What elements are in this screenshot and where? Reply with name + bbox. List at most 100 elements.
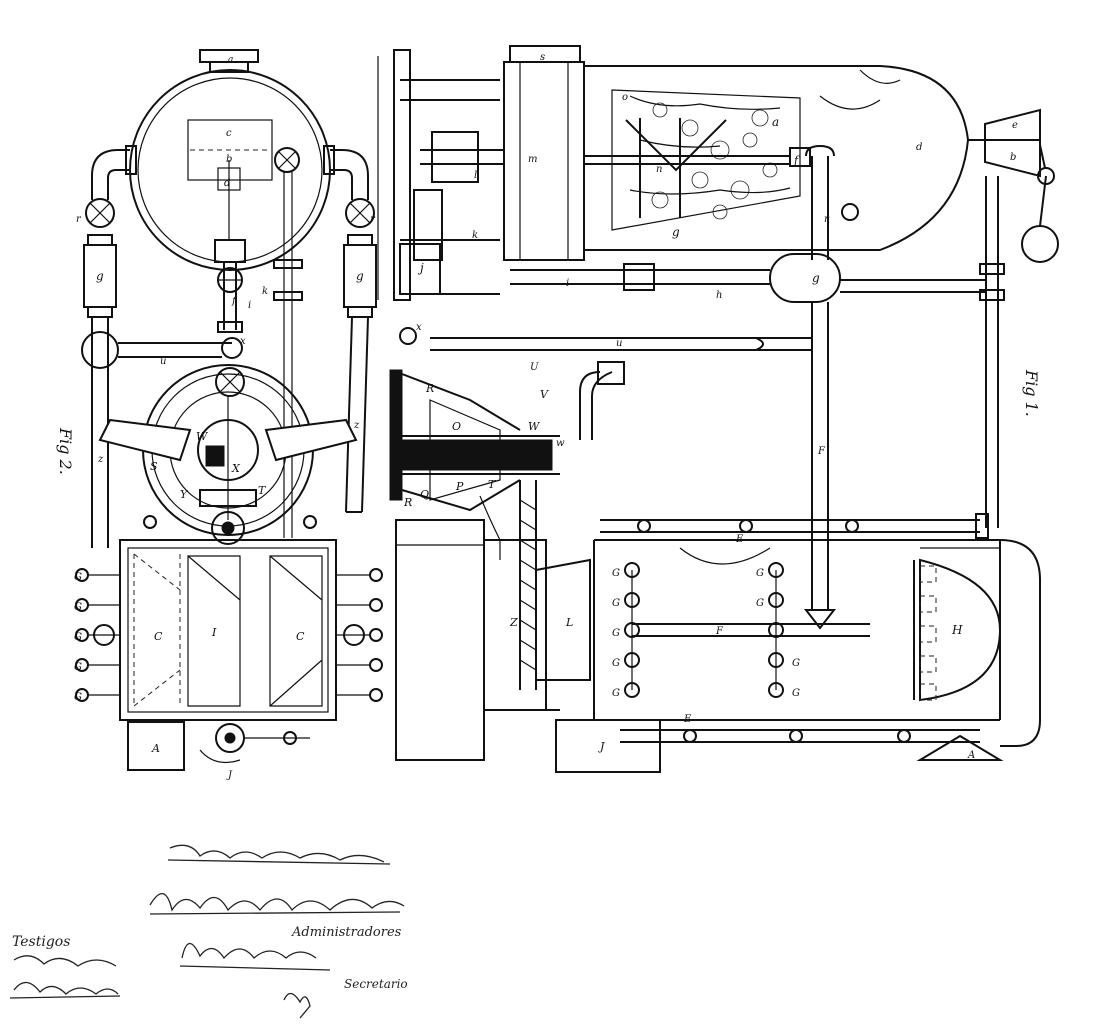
fig2-drum [98,364,358,545]
fig1-separator [430,144,986,630]
fig1-label-x: x [416,322,422,333]
fig1-label-a: a [772,115,779,129]
fig1-label-h: h [716,290,722,301]
fig2-label-z-right: z [353,420,360,431]
fig2-label-G-3: G [74,632,82,643]
witness-signature-2 [9,981,121,999]
fig2-label-i: i [248,300,251,311]
fig1-label-G-4: G [612,658,620,669]
fig1-label-P: P [455,480,464,493]
fig1-label-n: n [656,164,662,175]
fig1-label-Z: Z [509,616,518,629]
fig1-label-F-2: F [817,446,826,457]
fig1-label-g-top: g [672,225,680,239]
signature-4 [283,992,311,1019]
fig2-left-pipe [81,145,232,548]
fig1-label-g-right: g [812,271,820,285]
fig2-label-X: X [231,462,241,475]
fig2-label-G-5: G [74,692,82,703]
fig1-press [399,45,970,295]
fig2-label-x: x [240,336,246,347]
fig1-label-k: k [472,230,478,241]
fig2-label-I: I [211,626,217,639]
fig1-label-R-lower: R [403,496,412,509]
figure-2: a c b d f g g r r i k u x z z W X Y T S … [56,49,383,781]
fig1-label-F-1: F [715,626,724,637]
fig1-label-J: J [598,740,605,753]
signature-3 [179,942,331,971]
fig2-left-valves [75,568,120,702]
fig2-label-u: u [160,356,166,367]
fig2-label-C-right: C [296,630,305,643]
fig2-right-pipe [323,145,377,513]
fig2-label-A: A [151,742,160,755]
fig2-label-g-left: g [96,269,104,283]
fig1-chamber [593,513,1041,761]
fig2-label-G-4: G [74,662,82,673]
fig1-label-w: w [556,438,565,449]
fig1-label-X: X [515,450,525,463]
signatures: Testigos Administradores Secretario [9,844,408,1019]
fig1-caption: Fig 1. [1022,369,1041,417]
fig1-label-A: A [967,750,975,761]
fig1-label-u: u [616,338,622,349]
fig1-valve-column-left [624,562,640,698]
fig1-label-G-2: G [612,598,620,609]
fig1-label-G-8: G [792,658,800,669]
fig2-label-d: d [224,178,230,189]
fig2-label-W: W [196,430,209,443]
fig2-label-b: b [226,154,232,165]
fig1-label-Q: Q [420,488,429,501]
fig1-label-G-6: G [756,568,764,579]
fig1-label-j: j [417,261,424,275]
fig1-label-G-3: G [612,628,620,639]
fig1-label-E-2: E [683,714,692,725]
fig1-valve-column-right [768,562,784,698]
figure-1: s a o n m f d b e g g j i h k l r u x w … [377,45,1059,773]
fig1-label-s: s [540,52,545,63]
fig1-washer [389,327,625,690]
fig2-right-valves [336,568,383,702]
fig1-label-W: W [528,420,541,433]
fig2-label-r-right: r [370,214,376,225]
signature-1 [167,844,391,865]
fig1-label-G-5: G [612,688,620,699]
fig1-label-e: e [1012,120,1018,131]
fig1-label-b: b [1010,152,1016,163]
administradores-label: Administradores [291,925,402,940]
fig2-label-z-left: z [97,454,104,465]
fig1-label-R-upper: R [425,382,434,395]
fig2-label-Y: Y [180,488,189,501]
fig1-label-m: m [528,154,537,165]
fig2-tank [75,515,383,771]
fig1-label-G-9: G [792,688,800,699]
fig1-funnel [968,108,1059,528]
fig1-label-L: L [565,616,573,629]
fig2-label-C-left: C [154,630,163,643]
fig1-label-H: H [951,623,963,637]
fig2-label-G-2: G [74,602,82,613]
fig1-label-O: O [452,420,461,433]
fig2-label-T: T [258,484,267,497]
fig1-label-f: f [793,154,800,167]
fig2-label-r-left: r [76,214,82,225]
signature-2 [149,893,405,915]
fig1-label-E-1: E [735,534,744,545]
fig2-label-g-right: g [356,269,364,283]
secretario-label: Secretario [344,977,408,991]
fig1-label-l: l [474,170,477,181]
fig1-label-d: d [916,142,922,153]
fig1-label-G-7: G [756,598,764,609]
fig2-label-G-1: G [74,572,82,583]
fig1-label-G-1: G [612,568,620,579]
fig1-label-o: o [622,92,628,103]
fig1-label-U: U [530,362,539,373]
fig1-label-T: T [488,478,497,491]
fig1-label-V: V [540,388,549,401]
fig2-label-S: S [150,460,158,473]
fig1-label-i: i [566,278,569,289]
fig2-label-a: a [228,55,233,65]
witness-signature-1 [13,955,117,967]
fig2-label-f: f [231,296,238,307]
